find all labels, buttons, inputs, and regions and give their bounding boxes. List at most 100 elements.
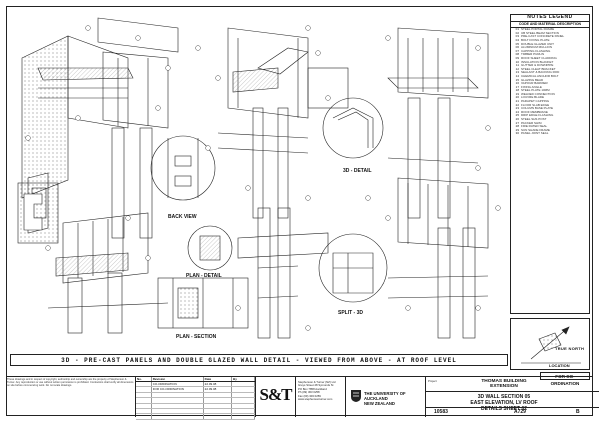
callout-marker bbox=[235, 305, 241, 311]
callout-marker bbox=[195, 45, 201, 51]
note-number: 27 bbox=[515, 120, 519, 125]
detail-center-column bbox=[237, 207, 329, 339]
callout-marker bbox=[205, 145, 211, 151]
note-number: 05 bbox=[515, 41, 519, 46]
client-name: THE UNIVERSITY OF AUCKLAND NEW ZEALAND bbox=[364, 391, 406, 406]
note-text: COLUMN BASE PLATE bbox=[521, 106, 553, 111]
note-text: PANEL JOINT SEAL bbox=[521, 131, 549, 136]
note-number: 14 bbox=[515, 73, 519, 78]
revision-cell: CO-ORDINATION bbox=[152, 382, 204, 387]
note-number: 10 bbox=[515, 59, 519, 64]
note-text: FIXING ANGLE bbox=[521, 84, 542, 89]
caption-plan-detail: PLAN - DETAIL bbox=[186, 273, 222, 279]
note-number: 12 bbox=[515, 66, 519, 71]
north-arrow-icon bbox=[521, 326, 581, 364]
revision-cell: FOR CO-ORDINATION bbox=[152, 387, 204, 392]
note-text: CHEMICAL ANCHOR BOLT bbox=[521, 73, 559, 78]
note-number: 22 bbox=[515, 102, 519, 107]
revision-cell: 22.09.08 bbox=[204, 387, 233, 392]
note-text: ROOF MEMBRANE bbox=[521, 109, 548, 114]
callout-marker bbox=[475, 45, 481, 51]
callout-marker bbox=[155, 105, 161, 111]
caption-split-3d: SPLIT - 3D bbox=[338, 310, 363, 316]
drawing-banner-title: 3D - PRE-CAST PANELS AND DOUBLE GLAZED W… bbox=[10, 354, 508, 366]
note-number: 06 bbox=[515, 45, 519, 50]
note-number: 16 bbox=[515, 81, 519, 86]
revision-row-empty bbox=[136, 414, 255, 420]
callout-marker bbox=[145, 255, 151, 261]
detail-column-top bbox=[217, 27, 309, 219]
revision-header-cell: Revision bbox=[152, 377, 204, 381]
note-number: 17 bbox=[515, 84, 519, 89]
caption-3d-detail: 3D - DETAIL bbox=[343, 168, 372, 174]
detail-split-3d bbox=[318, 233, 388, 303]
note-text: TIMBER PURLIN bbox=[521, 52, 545, 57]
drawing-number: A729 bbox=[514, 409, 526, 415]
note-number: 13 bbox=[515, 70, 519, 75]
note-text: GUTTER & DOWNPIPE bbox=[521, 63, 554, 68]
true-north-label: TRUE NORTH bbox=[555, 346, 585, 351]
callout-marker bbox=[165, 65, 171, 71]
revision-row-empty bbox=[136, 398, 255, 404]
job-number: 10583 bbox=[434, 409, 448, 415]
note-text: UB STEEL BEAM SECTION bbox=[521, 30, 559, 35]
revision-cell bbox=[136, 387, 152, 392]
detail-right-column bbox=[387, 27, 489, 219]
revision-row-empty bbox=[136, 392, 255, 399]
callout-marker bbox=[485, 125, 491, 131]
callout-marker bbox=[135, 35, 141, 41]
university-crest-icon bbox=[351, 390, 361, 402]
callout-marker bbox=[25, 135, 31, 141]
note-number: 03 bbox=[515, 34, 519, 39]
revision-cell bbox=[232, 382, 255, 387]
caption-back-view: BACK VIEW bbox=[168, 214, 197, 220]
callout-marker bbox=[75, 115, 81, 121]
firm-logo: S&T bbox=[256, 377, 296, 417]
revision-cell bbox=[232, 387, 255, 392]
note-number: 30 bbox=[515, 131, 519, 136]
caption-plan-section: PLAN - SECTION bbox=[176, 334, 217, 340]
revision-header-cell: Date bbox=[204, 377, 233, 381]
notes-legend: NOTES LEGEND CODE AND MATERIAL DESCRIPTI… bbox=[510, 14, 590, 314]
revision-letter: B bbox=[576, 409, 580, 415]
note-text: CAPPING FLASHING bbox=[521, 48, 551, 53]
note-number: 29 bbox=[515, 127, 519, 132]
note-text: SEALANT & BACKING ROD bbox=[521, 70, 560, 75]
revision-header-cell: By bbox=[232, 377, 255, 381]
note-text: STEEL CLEAT BRACKET bbox=[521, 66, 556, 71]
note-text: SUN SHADE FRAME bbox=[521, 127, 550, 132]
callout-marker bbox=[125, 215, 131, 221]
location-label: LOCATION bbox=[549, 363, 570, 368]
detail-3d bbox=[307, 67, 384, 159]
note-number: 15 bbox=[515, 77, 519, 82]
callout-marker bbox=[305, 195, 311, 201]
note-number: 23 bbox=[515, 106, 519, 111]
client-block: THE UNIVERSITY OF AUCKLAND NEW ZEALAND bbox=[346, 377, 426, 417]
note-text: STEEL PLATE 10MM bbox=[521, 88, 550, 93]
callout-marker bbox=[475, 165, 481, 171]
callout-marker bbox=[365, 195, 371, 201]
note-number: 25 bbox=[515, 113, 519, 118]
revision-cell bbox=[136, 382, 152, 387]
